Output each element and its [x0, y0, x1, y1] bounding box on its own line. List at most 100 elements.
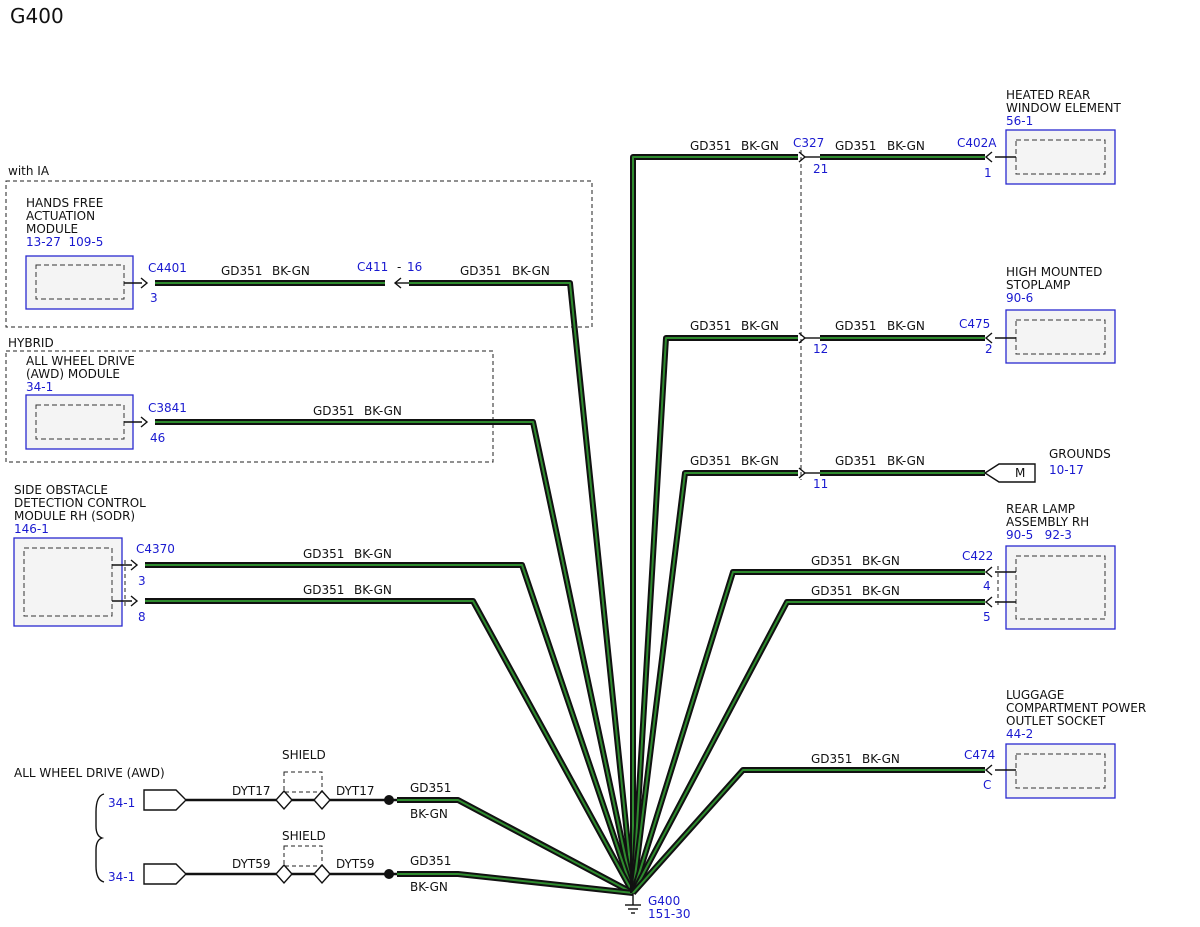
c411-dash: - — [397, 260, 401, 274]
hfam-module[interactable] — [25, 255, 134, 310]
hmsl-module-inner — [1015, 319, 1106, 355]
grounds-connector-flag[interactable] — [983, 463, 1036, 483]
c411-pin: 16 — [407, 260, 422, 274]
c327-w1-left-color: BK-GN — [741, 139, 779, 153]
c4370-name[interactable]: C4370 — [136, 542, 175, 556]
rearlamp-w1-color: BK-GN — [862, 554, 900, 568]
c4401-terminal — [140, 277, 149, 289]
hfam-ref[interactable]: 13-27 109-5 — [26, 235, 103, 249]
c327-name[interactable]: C327 — [793, 136, 824, 150]
c327-w3-left-color: BK-GN — [741, 454, 779, 468]
c327-w2-left-color: BK-GN — [741, 319, 779, 333]
shield-box-1 — [283, 771, 323, 793]
c327-w2-left-circuit: GD351 — [690, 319, 731, 333]
shield-ref-2[interactable]: 34-1 — [108, 870, 135, 884]
sodr-module[interactable] — [13, 537, 123, 627]
sodr-label-2: DETECTION CONTROL — [14, 496, 146, 510]
rearlamp-module-inner — [1015, 555, 1106, 620]
c327-terminal-2 — [798, 332, 807, 344]
grounds-ref[interactable]: 10-17 — [1049, 463, 1084, 477]
hmsl-ref[interactable]: 90-6 — [1006, 291, 1033, 305]
c422-terminal-2 — [984, 596, 993, 608]
c474-name[interactable]: C474 — [964, 748, 995, 762]
ground-symbol[interactable] — [625, 893, 641, 914]
c4370-pin-2: 8 — [138, 610, 146, 624]
dyt17-label-a: DYT17 — [232, 784, 271, 798]
grounds-badge: M — [1015, 466, 1025, 480]
sodr-wire1-circuit: GD351 — [303, 547, 344, 561]
c402a-terminal — [984, 151, 993, 163]
c411-wire-color: BK-GN — [512, 264, 550, 278]
rearlamp-ref[interactable]: 90-5 92-3 — [1006, 528, 1072, 542]
awd-connector-flag-2 — [143, 863, 187, 885]
ground-name[interactable]: G400 — [648, 894, 680, 908]
grounds-label: GROUNDS — [1049, 447, 1111, 461]
c422-pin-2: 5 — [983, 610, 991, 624]
c3841-name[interactable]: C3841 — [148, 401, 187, 415]
awd-module[interactable] — [25, 394, 134, 450]
shield-diamond-2b — [313, 863, 331, 885]
wire-bundle — [145, 154, 985, 896]
hfam-wire-circuit: GD351 — [221, 264, 262, 278]
c327-w2-right-circuit: GD351 — [835, 319, 876, 333]
hmsl-label-2: STOPLAMP — [1006, 278, 1070, 292]
dyt59-label-b: DYT59 — [336, 857, 375, 871]
luggage-ref[interactable]: 44-2 — [1006, 727, 1033, 741]
heated-ref[interactable]: 56-1 — [1006, 114, 1033, 128]
c475-name[interactable]: C475 — [959, 317, 990, 331]
awd-ref[interactable]: 34-1 — [26, 380, 53, 394]
high-mounted-stoplamp-module[interactable] — [1005, 309, 1116, 364]
hfam-label-2: ACTUATION — [26, 209, 95, 223]
c4401-name[interactable]: C4401 — [148, 261, 187, 275]
shield-diamond-2a — [275, 863, 293, 885]
luggage-power-outlet-module[interactable] — [1005, 743, 1116, 799]
sodr-wire1-color: BK-GN — [354, 547, 392, 561]
sodr-label-1: SIDE OBSTACLE — [14, 483, 108, 497]
heated-rear-window-module[interactable] — [1005, 129, 1116, 185]
shield-wire1-circuit: GD351 — [410, 781, 451, 795]
rearlamp-w2-color: BK-GN — [862, 584, 900, 598]
awd-wire-circuit: GD351 — [313, 404, 354, 418]
heated-label-2: WINDOW ELEMENT — [1006, 101, 1122, 115]
sodr-wire2-color: BK-GN — [354, 583, 392, 597]
c4370-terminal-1 — [130, 559, 139, 571]
c422-terminal-1 — [984, 566, 993, 578]
hfam-label-3: MODULE — [26, 222, 78, 236]
c327-w1-left-circuit: GD351 — [690, 139, 731, 153]
c422-pin-1: 4 — [983, 579, 991, 593]
luggage-label-2: COMPARTMENT POWER — [1006, 701, 1146, 715]
sodr-module-inner — [23, 547, 113, 617]
sodr-wire2-circuit: GD351 — [303, 583, 344, 597]
c327-terminal-3 — [798, 467, 807, 479]
dyt17-label-b: DYT17 — [336, 784, 375, 798]
luggage-wire-circuit: GD351 — [811, 752, 852, 766]
c4370-pin-1: 3 — [138, 574, 146, 588]
awd-brace — [95, 793, 105, 883]
heated-label-1: HEATED REAR — [1006, 88, 1090, 102]
shield-label-2: SHIELD — [282, 829, 326, 843]
rearlamp-label-2: ASSEMBLY RH — [1006, 515, 1089, 529]
c327-pin-2: 12 — [813, 342, 828, 356]
rear-lamp-assembly-module[interactable] — [1005, 545, 1116, 630]
shield-wire2-circuit: GD351 — [410, 854, 451, 868]
awd-connector-flag-1 — [143, 789, 187, 811]
ground-ref: 151-30 — [648, 907, 691, 921]
c327-pin-3: 11 — [813, 477, 828, 491]
c474-pin: C — [983, 778, 991, 792]
awd-label-1: ALL WHEEL DRIVE — [26, 354, 135, 368]
page-title: G400 — [10, 4, 64, 28]
awd-label-2: (AWD) MODULE — [26, 367, 120, 381]
c411-name[interactable]: C411 — [357, 260, 388, 274]
c402a-pin: 1 — [984, 166, 992, 180]
shield-label-1: SHIELD — [282, 748, 326, 762]
hmsl-label-1: HIGH MOUNTED — [1006, 265, 1102, 279]
luggage-label-1: LUGGAGE — [1006, 688, 1064, 702]
shield-ref-1[interactable]: 34-1 — [108, 796, 135, 810]
c402a-name[interactable]: C402A — [957, 136, 997, 150]
c3841-pin: 46 — [150, 431, 165, 445]
rearlamp-label-1: REAR LAMP — [1006, 502, 1075, 516]
c475-pin: 2 — [985, 342, 993, 356]
sodr-ref[interactable]: 146-1 — [14, 522, 49, 536]
c422-name[interactable]: C422 — [962, 549, 993, 563]
